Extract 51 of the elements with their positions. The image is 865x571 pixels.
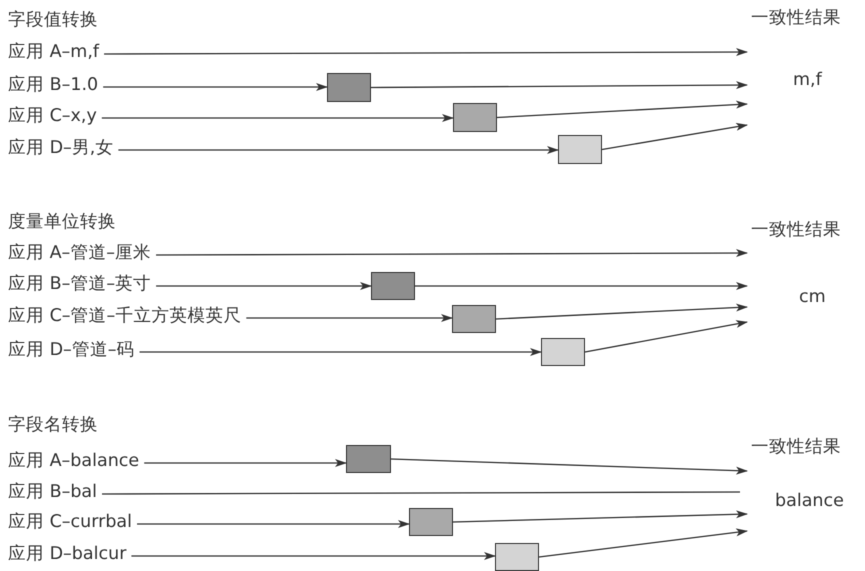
arrow xyxy=(415,282,748,290)
result-value: m,f xyxy=(793,70,822,90)
arrow xyxy=(390,458,748,475)
process-box xyxy=(327,73,371,102)
arrow xyxy=(496,100,748,118)
app-label: 应用 D–balcur xyxy=(8,544,126,564)
process-box xyxy=(541,338,585,366)
app-label: 应用 C–currbal xyxy=(8,512,132,532)
result-heading: 一致性结果 xyxy=(751,437,841,457)
process-box xyxy=(495,543,539,571)
arrow xyxy=(144,459,347,467)
process-box xyxy=(452,305,496,333)
app-label: 应用 B–bal xyxy=(8,482,98,502)
arrow xyxy=(452,510,748,523)
app-label: 应用 C–x,y xyxy=(8,106,97,126)
process-box xyxy=(371,272,415,300)
arrow xyxy=(371,81,748,90)
arrow xyxy=(156,282,372,290)
arrow xyxy=(584,320,748,353)
arrow xyxy=(538,528,748,558)
app-label: 应用 C–管道–千立方英模英尺 xyxy=(8,306,242,326)
arrow xyxy=(140,348,542,356)
arrow xyxy=(246,314,453,322)
app-label: 应用 B–1.0 xyxy=(8,75,98,95)
app-label: 应用 A–管道–厘米 xyxy=(8,243,152,263)
arrow xyxy=(103,83,328,91)
arrow xyxy=(104,48,748,56)
result-value: cm xyxy=(799,287,826,307)
arrow xyxy=(602,122,748,150)
section-heading: 度量单位转换 xyxy=(8,212,116,232)
result-heading: 一致性结果 xyxy=(751,220,841,240)
arrow xyxy=(156,249,748,258)
arrow xyxy=(131,552,496,560)
result-value: balance xyxy=(775,491,844,511)
process-box xyxy=(346,445,391,473)
app-label: 应用 D–男,女 xyxy=(8,138,114,158)
app-label: 应用 A–balance xyxy=(8,451,140,471)
app-label: 应用 A–m,f xyxy=(8,42,100,62)
process-box xyxy=(558,135,602,164)
result-heading: 一致性结果 xyxy=(751,8,841,28)
app-label: 应用 B–管道–英寸 xyxy=(8,274,152,294)
connector-line xyxy=(102,491,740,495)
section-heading: 字段名转换 xyxy=(8,415,98,435)
arrow xyxy=(118,146,559,154)
arrow xyxy=(496,304,748,320)
app-label: 应用 D–管道–码 xyxy=(8,340,135,360)
process-box xyxy=(409,508,453,536)
arrow xyxy=(102,114,454,122)
process-box xyxy=(453,103,497,132)
section-heading: 字段值转换 xyxy=(8,10,98,30)
arrow xyxy=(137,520,410,528)
